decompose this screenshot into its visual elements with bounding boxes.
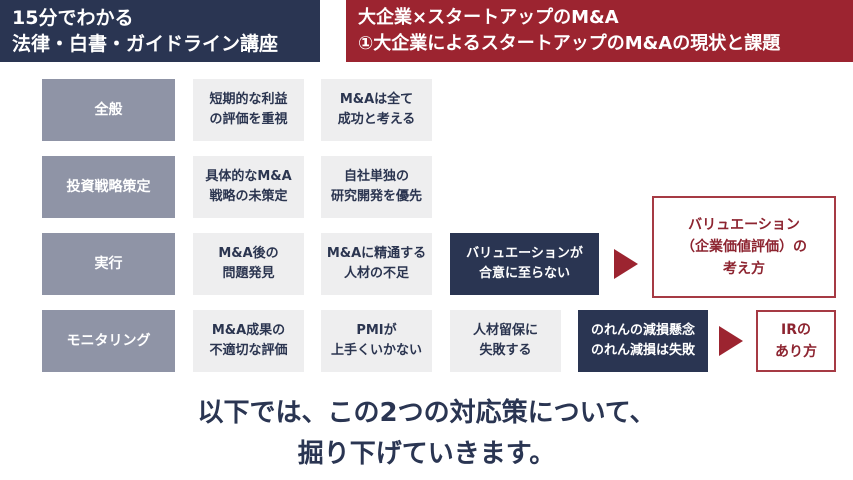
issue-line: 合意に至らない xyxy=(478,266,570,281)
category-label: モニタリング xyxy=(66,333,151,349)
issue-line: の評価を重視 xyxy=(209,112,288,127)
solution-line: 考え方 xyxy=(723,261,765,277)
topic-title-line1: 大企業×スタートアップのM&A xyxy=(358,7,619,28)
issue-line: 上手くいかない xyxy=(330,343,422,358)
issue-line: 研究開発を優先 xyxy=(330,189,422,204)
issue-line: 人材の不足 xyxy=(343,266,409,281)
issue-line: 人材留保に xyxy=(472,323,538,338)
solution-line: IRの xyxy=(781,322,811,338)
issue-valuation-disagreement: バリュエーションが合意に至らない xyxy=(450,233,599,295)
issue-retention-failure: 人材留保に失敗する xyxy=(450,310,561,372)
issue-line: M&Aは全て xyxy=(339,92,414,107)
issue-line: M&Aに精通する xyxy=(326,246,427,261)
issue-line: 不適切な評価 xyxy=(209,343,288,358)
issue-line: のれん減損は失敗 xyxy=(590,343,695,358)
issue-improper-evaluation: M&A成果の不適切な評価 xyxy=(193,310,304,372)
issue-line: 戦略の未策定 xyxy=(209,189,288,204)
solution-valuation: バリュエーション （企業価値評価）の考え方 xyxy=(652,196,836,298)
solution-line: （企業価値評価）の xyxy=(681,239,807,255)
issue-line: バリュエーションが xyxy=(466,246,583,261)
issue-line: 短期的な利益 xyxy=(209,92,288,107)
category-label: 全般 xyxy=(94,102,123,118)
solution-line: あり方 xyxy=(775,344,817,360)
category-label: 実行 xyxy=(94,256,123,272)
issue-line: PMIが xyxy=(356,323,397,338)
category-investment-strategy: 投資戦略策定 xyxy=(42,156,175,218)
category-execution: 実行 xyxy=(42,233,175,295)
footer-line1: 以下では、この2つの対応策について、 xyxy=(197,398,656,428)
arrow-right-icon xyxy=(614,249,638,279)
issue-line: 自社単独の xyxy=(343,169,409,184)
issue-line: 失敗する xyxy=(479,343,532,358)
header-right: 大企業×スタートアップのM&A ①大企業によるスタートアップのM&Aの現状と課題 xyxy=(346,0,853,62)
series-title-line1: 15分でわかる xyxy=(12,7,134,29)
solution-ir: IRのあり方 xyxy=(756,310,836,372)
issue-line: 成功と考える xyxy=(337,112,416,127)
issue-pmi-failure: PMIが上手くいかない xyxy=(321,310,432,372)
issue-line: M&A後の xyxy=(218,246,279,261)
series-title-line2: 法律・白書・ガイドライン講座 xyxy=(12,33,279,55)
header-left: 15分でわかる 法律・白書・ガイドライン講座 xyxy=(0,0,320,62)
arrow-right-icon xyxy=(719,326,743,356)
footer-line2: 掘り下げていきます。 xyxy=(297,439,556,469)
issue-line: 具体的なM&A xyxy=(205,169,292,184)
issue-in-house-rd: 自社単独の研究開発を優先 xyxy=(321,156,432,218)
category-monitoring: モニタリング xyxy=(42,310,175,372)
issue-line: のれんの減損懸念 xyxy=(590,323,695,338)
issue-no-strategy: 具体的なM&A 戦略の未策定 xyxy=(193,156,304,218)
solution-line: バリュエーション xyxy=(688,217,800,233)
issue-all-success: M&Aは全て成功と考える xyxy=(321,79,432,141)
issue-short-term-profit: 短期的な利益の評価を重視 xyxy=(193,79,304,141)
category-label: 投資戦略策定 xyxy=(66,179,151,195)
issue-line: M&A成果の xyxy=(211,323,286,338)
issue-talent-shortage: M&Aに精通する人材の不足 xyxy=(321,233,432,295)
topic-title-line2: ①大企業によるスタートアップのM&Aの現状と課題 xyxy=(358,33,781,54)
issue-line: 問題発見 xyxy=(222,266,275,281)
issue-post-ma-problems: M&A後の問題発見 xyxy=(193,233,304,295)
category-general: 全般 xyxy=(42,79,175,141)
issue-goodwill-impairment: のれんの減損懸念のれん減損は失敗 xyxy=(578,310,708,372)
